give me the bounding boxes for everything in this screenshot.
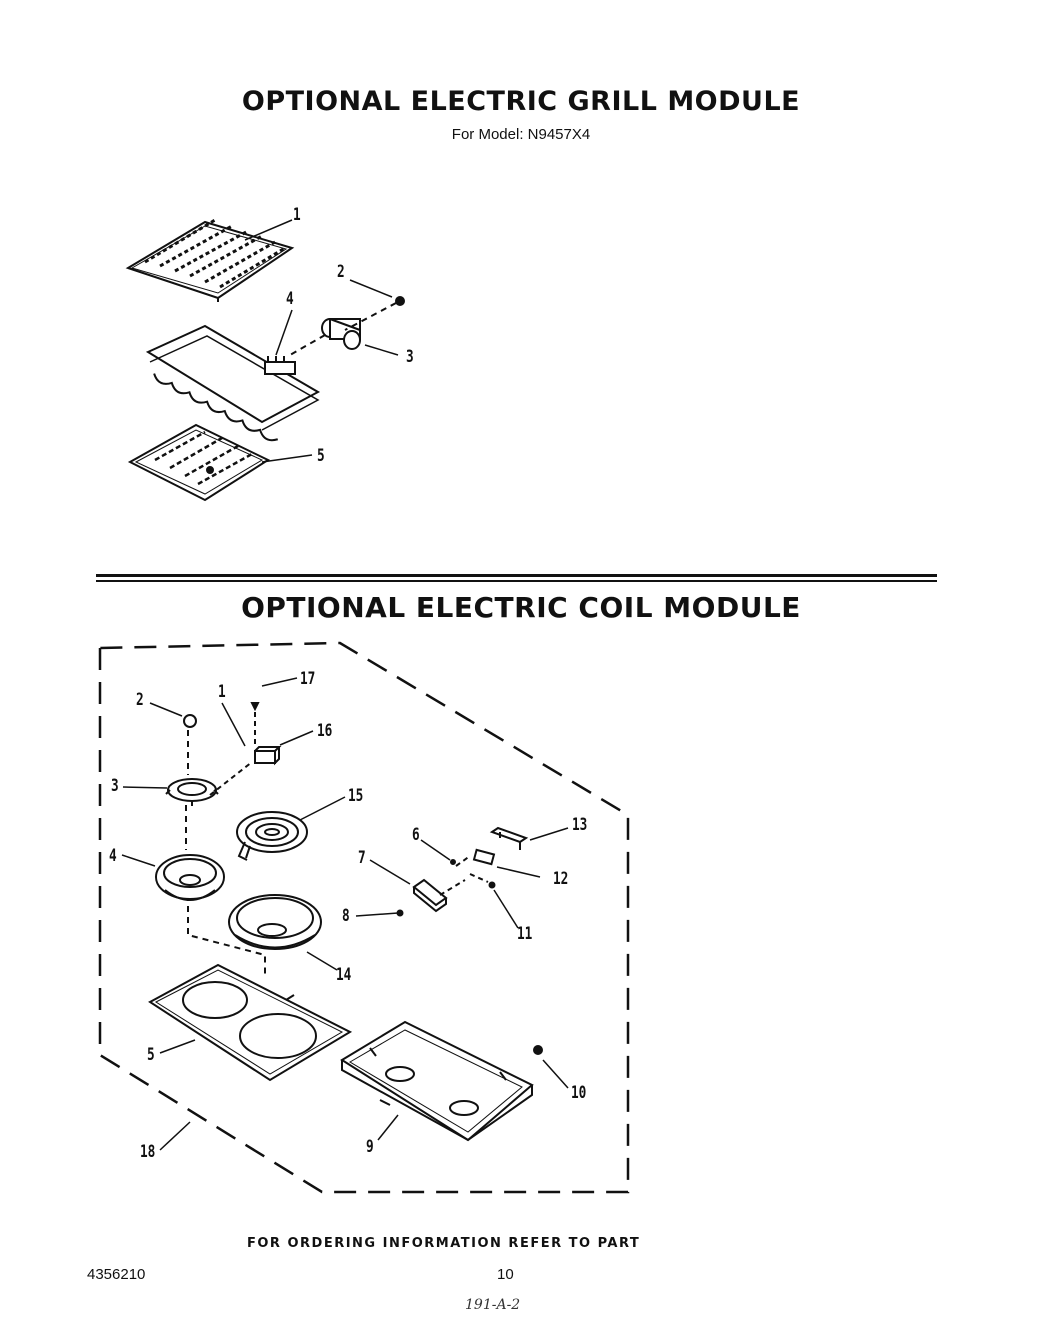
- page-number: 10: [497, 1266, 514, 1283]
- large-drip-bowl: [228, 894, 322, 950]
- screw-8: [396, 909, 404, 917]
- grill-callout-5: 5: [317, 446, 325, 466]
- grill-callout-2: 2: [337, 262, 345, 282]
- grill-heating-element: [145, 324, 321, 442]
- coil-callout-3: 3: [111, 776, 119, 796]
- screw-part: [395, 296, 405, 306]
- burner-box: [340, 1020, 534, 1142]
- coil-callout-17: 17: [300, 669, 316, 689]
- module-outline: [98, 641, 630, 1194]
- trim-ring: [165, 778, 219, 806]
- screw-10: [533, 1045, 543, 1055]
- coil-callout-1: 1: [218, 682, 226, 702]
- cooktop-panel: [148, 963, 353, 1082]
- coil-callout-13: 13: [572, 815, 588, 835]
- coil-callout-15: 15: [348, 786, 364, 806]
- grill-callout-3: 3: [406, 347, 414, 367]
- grill-module-title: OPTIONAL ELECTRIC GRILL MODULE: [241, 86, 801, 117]
- coil-callout-4: 4: [109, 846, 117, 866]
- coil-callout-9: 9: [366, 1137, 374, 1157]
- document-number: 4356210: [87, 1266, 146, 1283]
- coil-module-title: OPTIONAL ELECTRIC COIL MODULE: [241, 591, 801, 624]
- grill-callout-4: 4: [286, 289, 294, 309]
- ordering-info-footer: FOR ORDERING INFORMATION REFER TO PART: [247, 1236, 641, 1251]
- screw-11: [488, 881, 496, 889]
- bracket-13: [489, 826, 529, 850]
- screw-17: [250, 702, 260, 712]
- coil-surface-element: [236, 811, 308, 861]
- grill-drip-pan: [127, 423, 271, 502]
- handwritten-note: 191-A-2: [465, 1297, 521, 1313]
- coil-callout-8: 8: [342, 906, 350, 926]
- section-divider: [96, 574, 937, 577]
- coil-callout-16: 16: [317, 721, 333, 741]
- switch-block: [412, 878, 448, 913]
- section-divider-thin: [96, 580, 937, 582]
- model-number-label: For Model: N9457X4: [451, 126, 591, 143]
- receptacle-bracket: [254, 746, 282, 766]
- small-drip-bowl: [155, 854, 225, 901]
- coil-callout-18: 18: [140, 1142, 156, 1162]
- knob-cap: [183, 714, 197, 728]
- part-6: [450, 859, 456, 865]
- coil-callout-11: 11: [517, 924, 533, 944]
- coil-callout-10: 10: [571, 1083, 587, 1103]
- grill-callout-1: 1: [293, 205, 301, 225]
- grill-grate: [125, 218, 295, 302]
- coil-callout-2: 2: [136, 690, 144, 710]
- terminal-12: [472, 848, 496, 866]
- coil-callout-5: 5: [147, 1045, 155, 1065]
- coil-callout-12: 12: [553, 869, 569, 889]
- coil-callout-7: 7: [358, 848, 366, 868]
- coil-callout-14: 14: [336, 965, 352, 985]
- coil-callout-6: 6: [412, 825, 420, 845]
